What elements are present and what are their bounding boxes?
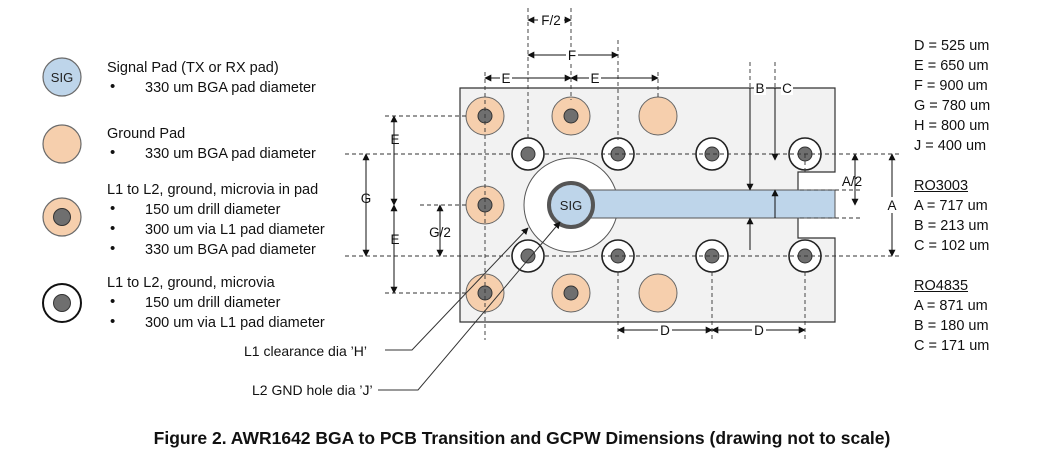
ro3003-c: C = 102 um bbox=[914, 238, 990, 254]
callout-l2-gnd-hole: L2 GND hole dia ’J’ bbox=[252, 382, 373, 398]
label-e-vertical-bottom: E bbox=[390, 232, 399, 247]
label-f: F bbox=[568, 48, 576, 63]
legend-microvia-bullet-2: 300 um via L1 pad diameter bbox=[145, 315, 325, 331]
figure-caption: Figure 2. AWR1642 BGA to PCB Transition … bbox=[153, 428, 891, 448]
ro4835-a: A = 871 um bbox=[914, 298, 988, 314]
label-g: G bbox=[361, 191, 372, 206]
label-g-half: G/2 bbox=[429, 225, 451, 240]
dim-j: J = 400 um bbox=[914, 138, 987, 154]
callout-l1-clearance: L1 clearance dia ’H’ bbox=[244, 343, 367, 359]
legend-microvia-in-pad-bullet-3: 330 um BGA pad diameter bbox=[145, 242, 316, 258]
label-e-right: E bbox=[590, 71, 599, 86]
dim-e: E = 650 um bbox=[914, 58, 989, 74]
label-a: A bbox=[887, 198, 896, 213]
ro3003-a: A = 717 um bbox=[914, 198, 988, 214]
bullet: • bbox=[110, 78, 116, 95]
label-e-vertical-top: E bbox=[390, 132, 399, 147]
signal-pad: SIG bbox=[547, 181, 595, 229]
legend-microvia-in-pad-bullet-2: 300 um via L1 pad diameter bbox=[145, 222, 325, 238]
bullet: • bbox=[110, 313, 116, 330]
label-d-left: D bbox=[660, 323, 670, 338]
bullet: • bbox=[110, 293, 116, 310]
ro4835-b: B = 180 um bbox=[914, 318, 989, 334]
legend-microvia-title: L1 to L2, ground, microvia bbox=[107, 275, 275, 291]
bullet: • bbox=[110, 220, 116, 237]
dimension-labels: F/2 F E E B C E E G G/2 A/2 A D D bbox=[361, 12, 900, 338]
dim-h: H = 800 um bbox=[914, 118, 990, 134]
ro4835-title: RO4835 bbox=[914, 278, 969, 294]
callout-labels: L1 clearance dia ’H’ L2 GND hole dia ’J’ bbox=[244, 343, 373, 398]
legend-microvia-icon bbox=[42, 283, 82, 323]
signal-pad-label: SIG bbox=[560, 198, 582, 213]
label-b: B bbox=[755, 81, 764, 96]
dim-f: F = 900 um bbox=[914, 78, 988, 94]
bullet: • bbox=[110, 240, 116, 257]
label-f-half: F/2 bbox=[541, 13, 561, 28]
legend-ground-pad-icon bbox=[42, 124, 82, 164]
dim-g: G = 780 um bbox=[914, 98, 991, 114]
legend-ground-pad-title: Ground Pad bbox=[107, 126, 186, 142]
ground-pad bbox=[638, 96, 678, 136]
legend-signal-pad-title: Signal Pad (TX or RX pad) bbox=[107, 60, 279, 76]
label-d-right: D bbox=[754, 323, 764, 338]
ro4835-c: C = 171 um bbox=[914, 338, 990, 354]
legend-symbols: SIG bbox=[42, 57, 82, 323]
legend-ground-pad-bullet: 330 um BGA pad diameter bbox=[145, 146, 316, 162]
legend-microvia-in-pad-title: L1 to L2, ground, microvia in pad bbox=[107, 182, 319, 198]
ro3003-b: B = 213 um bbox=[914, 218, 989, 234]
legend-signal-pad-bullet: 330 um BGA pad diameter bbox=[145, 80, 316, 96]
legend-microvia-bullet-1: 150 um drill diameter bbox=[145, 295, 281, 311]
signal-trace bbox=[574, 189, 836, 219]
legend-microvia-in-pad-bullet-1: 150 um drill diameter bbox=[145, 202, 281, 218]
bullet: • bbox=[110, 144, 116, 161]
legend-signal-pad-icon: SIG bbox=[42, 57, 82, 97]
legend-sig-text: SIG bbox=[51, 70, 73, 85]
ro3003-title: RO3003 bbox=[914, 178, 969, 194]
label-c: C bbox=[782, 81, 792, 96]
dim-d: D = 525 um bbox=[914, 38, 990, 54]
label-e-left: E bbox=[501, 71, 510, 86]
label-a-half: A/2 bbox=[842, 174, 862, 189]
legend-microvia-in-pad-icon bbox=[42, 197, 82, 237]
bullet: • bbox=[110, 200, 116, 217]
ground-pad bbox=[638, 273, 678, 313]
callout-leaders bbox=[378, 221, 561, 391]
